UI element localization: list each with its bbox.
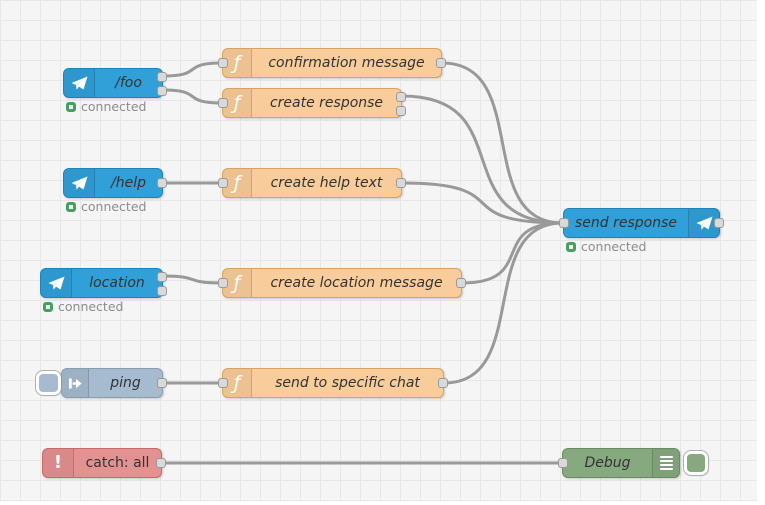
input-port[interactable] [558, 458, 568, 468]
status-send-response: connected [566, 239, 646, 254]
input-port[interactable] [559, 218, 569, 228]
exclamation-icon: ! [43, 449, 74, 477]
wire-confirmation-to-send-response[interactable] [440, 61, 565, 225]
output-port-1[interactable] [396, 92, 406, 102]
wire-create-location-to-send-response[interactable] [460, 221, 565, 285]
node-label: ping [110, 375, 141, 391]
node-label: send to specific chat [275, 375, 420, 391]
output-port-1[interactable] [157, 72, 167, 82]
output-port-2[interactable] [396, 106, 406, 116]
output-port[interactable] [456, 278, 466, 288]
output-port-2[interactable] [157, 286, 167, 296]
node-create-help-text[interactable]: ƒ create help text [218, 168, 406, 198]
status-ring-icon [566, 241, 576, 252]
debug-toggle-button[interactable] [683, 450, 709, 476]
output-port[interactable] [396, 178, 406, 188]
output-port-2[interactable] [157, 86, 167, 96]
node-label: confirmation message [268, 55, 425, 71]
wire-create-help-to-send-response[interactable] [400, 181, 565, 225]
wire-send-specific-to-send-response[interactable] [442, 221, 565, 385]
node-location[interactable]: location [40, 268, 167, 298]
inject-arrow-icon [62, 369, 89, 397]
status-ring-icon [66, 201, 76, 212]
node-confirmation-message[interactable]: ƒ confirmation message [218, 48, 446, 78]
node-label: send response [574, 215, 677, 231]
node-send-response[interactable]: send response [559, 208, 724, 238]
wire-foo-to-create-response[interactable] [161, 88, 224, 105]
output-port[interactable] [436, 58, 446, 68]
input-port[interactable] [218, 278, 228, 288]
telegram-plane-icon [64, 169, 95, 197]
output-port[interactable] [438, 378, 448, 388]
node-send-to-specific-chat[interactable]: ƒ send to specific chat [218, 368, 448, 398]
node-label: /help [111, 175, 146, 191]
node-debug[interactable]: Debug [558, 448, 680, 478]
node-label: /foo [115, 75, 142, 91]
status-help: connected [66, 199, 146, 214]
status-ring-icon [66, 101, 76, 112]
output-port-1[interactable] [157, 272, 167, 282]
input-port[interactable] [218, 58, 228, 68]
wire-foo-to-confirmation[interactable] [161, 61, 224, 78]
node-label: create location message [270, 275, 443, 291]
canvas-edge-right [757, 0, 765, 505]
output-port[interactable] [157, 378, 167, 388]
output-port[interactable] [157, 178, 167, 188]
status-location: connected [43, 299, 123, 314]
status-ring-icon [43, 301, 53, 312]
telegram-plane-icon [41, 269, 72, 297]
wire-location-to-create-location[interactable] [161, 274, 224, 285]
node-ping[interactable]: ping [61, 368, 167, 398]
node-create-response[interactable]: ƒ create response [218, 88, 406, 118]
input-port[interactable] [218, 98, 228, 108]
node-create-location-message[interactable]: ƒ create location message [218, 268, 466, 298]
node-label: Debug [584, 455, 631, 471]
telegram-plane-icon [64, 69, 95, 97]
node-label: catch: all [85, 455, 150, 471]
inject-button[interactable] [35, 370, 62, 396]
node-label: create help text [270, 175, 383, 191]
function-icon: ƒ [223, 269, 252, 297]
node-catch-all[interactable]: ! catch: all [42, 448, 166, 478]
telegram-plane-icon [688, 209, 719, 237]
input-port[interactable] [218, 378, 228, 388]
function-icon: ƒ [223, 49, 252, 77]
node-foo[interactable]: /foo [63, 68, 167, 98]
node-label: create response [269, 95, 384, 111]
node-help[interactable]: /help [63, 168, 167, 198]
input-port[interactable] [218, 178, 228, 188]
wire-create-response-to-send-response[interactable] [400, 94, 565, 225]
output-port[interactable] [714, 218, 724, 228]
status-foo: connected [66, 99, 146, 114]
debug-list-icon [652, 449, 679, 477]
canvas-edge-bottom [0, 501, 765, 505]
output-port[interactable] [156, 458, 166, 468]
node-label: location [89, 275, 145, 291]
